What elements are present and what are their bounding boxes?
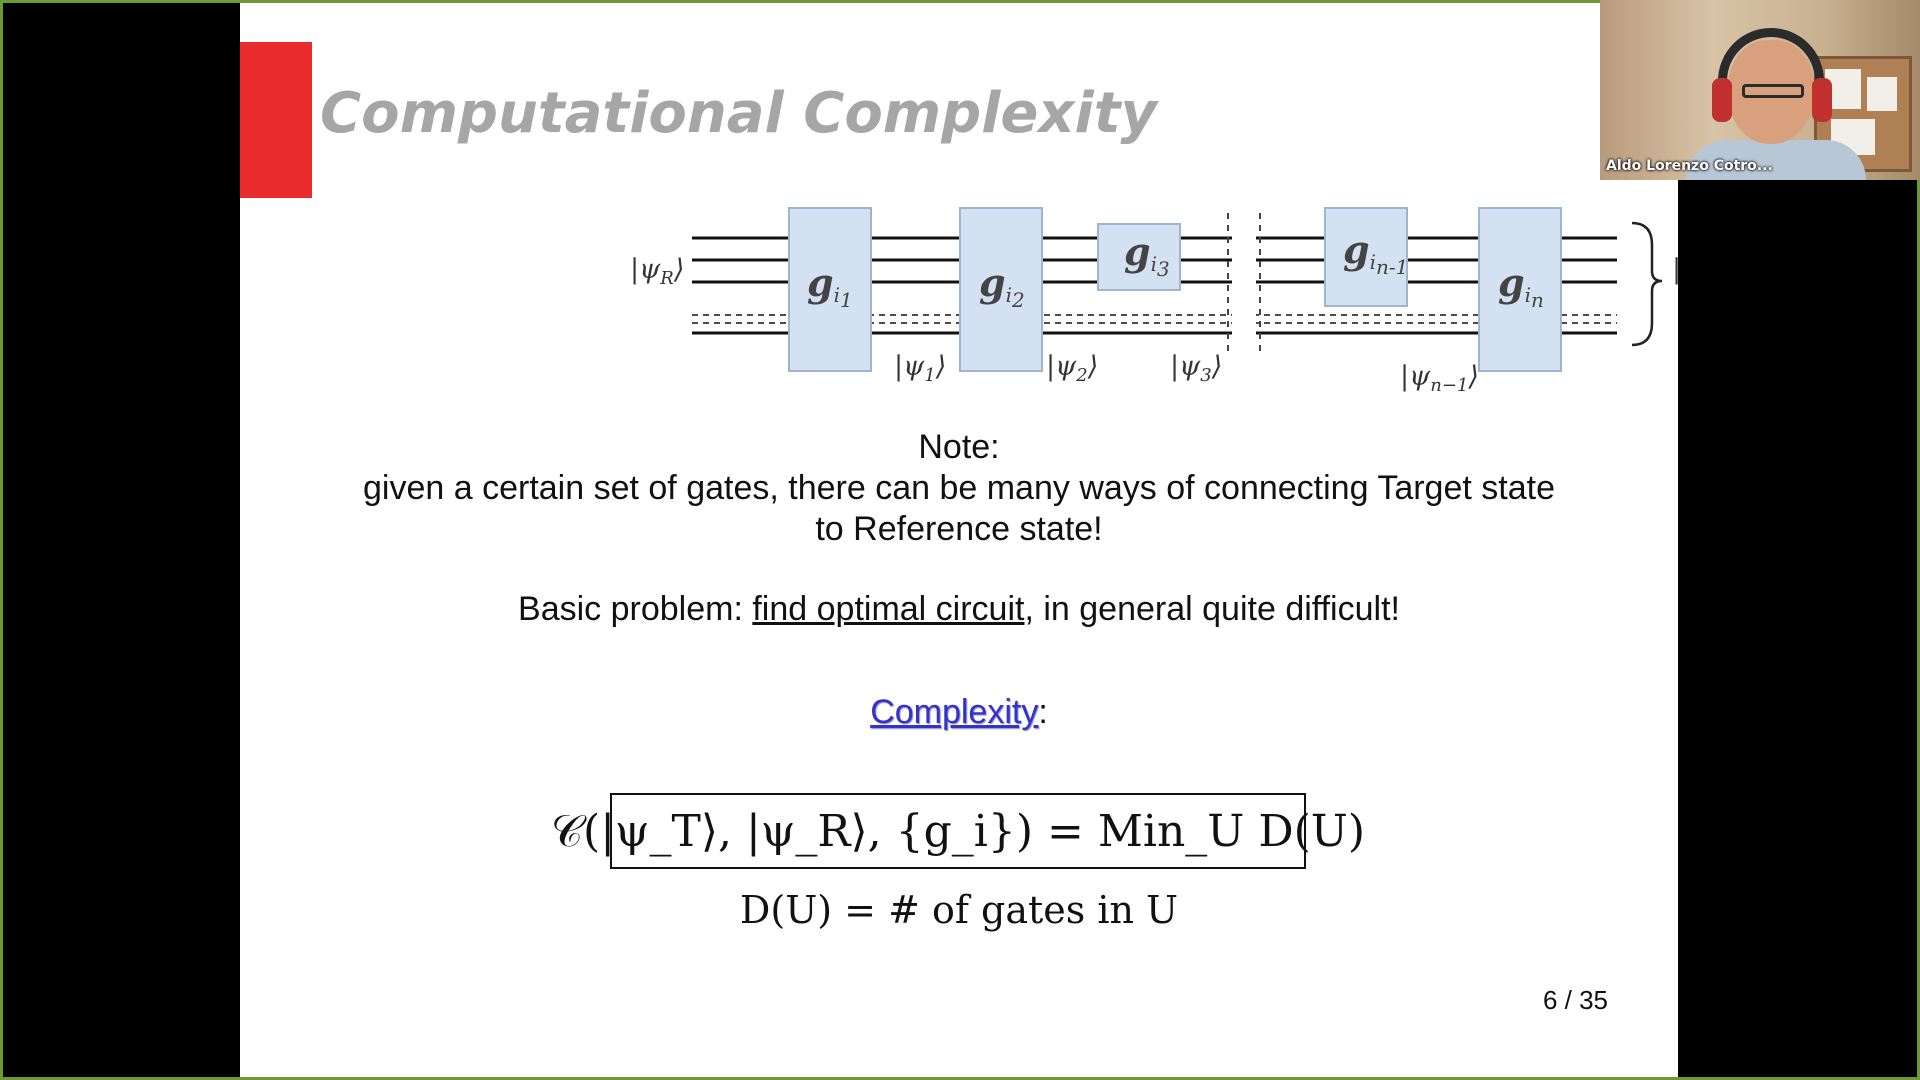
participant-shirt	[1686, 140, 1866, 180]
presentation-slide: Computational Complexity |ψR⟩ gi1 gi2	[240, 3, 1678, 1077]
complexity-link[interactable]: Complexity	[870, 693, 1039, 731]
state-psi-3: |ψ3⟩	[1170, 351, 1222, 386]
state-psi-n-1: |ψn−1⟩	[1400, 361, 1479, 396]
gate-g-i2: gi2	[959, 207, 1043, 372]
state-psi-1: |ψ1⟩	[894, 351, 946, 386]
problem-prefix: Basic problem:	[518, 590, 753, 628]
headset-ear-cup-left	[1712, 78, 1732, 122]
complexity-colon: :	[1038, 693, 1048, 731]
svg-text:gi3: gi3	[1124, 229, 1170, 281]
complexity-formula: 𝒞(|ψ_T⟩, |ψ_R⟩, {g_i}) = Min_U D(U)	[550, 805, 1366, 857]
participant-video-tile[interactable]: Aldo Lorenzo Cotro...	[1600, 0, 1920, 180]
output-state-label: |ψn⟩ = |ψT⟩	[1672, 254, 1678, 289]
note-line-2: to Reference state!	[815, 510, 1103, 548]
state-psi-2: |ψ2⟩	[1046, 351, 1098, 386]
headset-icon	[1718, 28, 1824, 98]
input-state-label: |ψR⟩	[630, 254, 684, 289]
gate-g-in-1: gin-1	[1324, 207, 1408, 307]
participant-name: Aldo Lorenzo Cotro...	[1606, 158, 1773, 174]
gate-count-definition: D(U) = # of gates in U	[739, 888, 1179, 932]
basic-problem-text: Basic problem: find optimal circuit, in …	[240, 590, 1678, 629]
output-brace	[1631, 221, 1663, 347]
find-optimal-circuit-text: find optimal circuit	[752, 590, 1025, 628]
slide-title: Computational Complexity	[320, 81, 1157, 146]
page-number: 6 / 35	[1542, 985, 1608, 1015]
gate-g-i3: gi3	[1097, 223, 1181, 291]
complexity-formula-box: 𝒞(|ψ_T⟩, |ψ_R⟩, {g_i}) = Min_U D(U)	[551, 793, 1365, 869]
svg-text:gi1: gi1	[807, 260, 853, 312]
note-body: given a certain set of gates, there can …	[280, 468, 1638, 550]
note-heading: Note:	[918, 428, 1000, 466]
svg-text:gin: gin	[1498, 260, 1544, 312]
note-line-1: given a certain set of gates, there can …	[363, 469, 1555, 507]
svg-text:gi2: gi2	[979, 260, 1025, 312]
quantum-circuit-diagram: |ψR⟩ gi1 gi2 gi3 gin-1 gin |ψ1⟩ |ψ2⟩	[630, 207, 1678, 396]
gate-g-i1: gi1	[788, 207, 872, 372]
title-accent-bar	[240, 42, 312, 198]
headset-ear-cup-right	[1812, 78, 1832, 122]
complexity-heading: Complexity:	[240, 693, 1678, 732]
gate-g-in: gin	[1478, 207, 1562, 372]
problem-suffix: , in general quite difficult!	[1024, 590, 1400, 628]
svg-text:gin-1: gin-1	[1343, 227, 1408, 279]
